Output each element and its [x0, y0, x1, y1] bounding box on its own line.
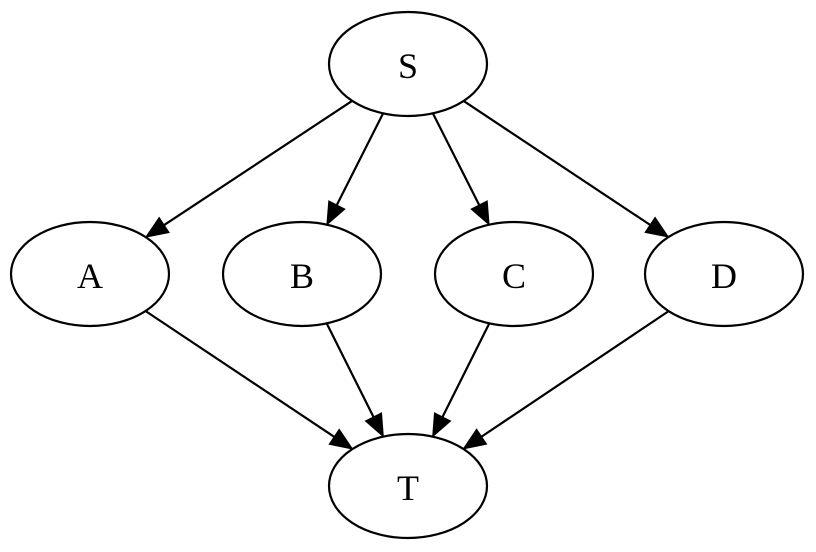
- node-c: C: [433, 220, 595, 328]
- arrowhead: [326, 200, 346, 226]
- arrowhead: [432, 412, 452, 438]
- node-label: A: [77, 256, 103, 296]
- node-ellipse: [433, 220, 595, 328]
- node-t: T: [327, 432, 489, 540]
- edge-line: [462, 100, 651, 226]
- edge-s-to-c: [431, 112, 490, 226]
- edge-line: [441, 322, 491, 418]
- edge-a-to-t: [144, 310, 354, 450]
- edge-s-to-d: [462, 100, 670, 238]
- arrowhead: [328, 428, 354, 450]
- arrowhead: [644, 216, 670, 238]
- node-ellipse: [9, 220, 171, 328]
- nodes-layer: S A B C D T: [9, 10, 805, 540]
- node-label: C: [502, 256, 526, 296]
- node-s: S: [327, 10, 489, 118]
- arrowhead: [470, 200, 490, 226]
- edge-line: [431, 112, 481, 206]
- edge-b-to-t: [325, 322, 384, 438]
- node-a: A: [9, 220, 171, 328]
- edge-line: [325, 322, 375, 418]
- edge-c-to-t: [432, 322, 491, 438]
- edge-line: [335, 112, 385, 206]
- edge-line: [163, 99, 353, 226]
- arrowhead: [462, 428, 488, 450]
- node-d: D: [643, 220, 805, 328]
- arrowhead: [364, 412, 384, 438]
- edge-s-to-a: [144, 99, 353, 238]
- edges-layer: [144, 99, 670, 450]
- node-b: B: [221, 220, 383, 328]
- edge-s-to-b: [326, 112, 385, 226]
- node-label: B: [290, 256, 314, 296]
- node-label: T: [397, 468, 419, 508]
- edge-line: [144, 310, 335, 438]
- node-ellipse: [327, 432, 489, 540]
- edge-line: [480, 310, 670, 438]
- edge-d-to-t: [462, 310, 670, 450]
- node-label: D: [711, 256, 737, 296]
- node-label: S: [398, 46, 418, 86]
- node-ellipse: [643, 220, 805, 328]
- arrowhead: [144, 216, 170, 238]
- node-ellipse: [221, 220, 383, 328]
- node-ellipse: [327, 10, 489, 118]
